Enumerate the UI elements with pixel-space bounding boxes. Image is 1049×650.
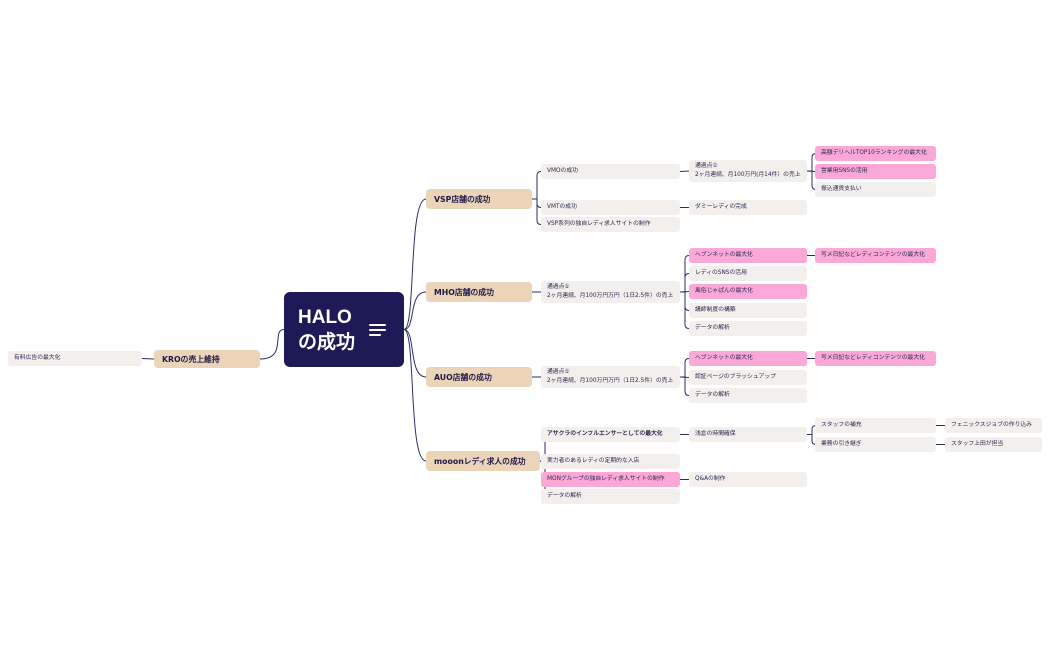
topic-node-m-c1[interactable]: Q&Aの制作	[689, 472, 807, 487]
topic-node-kro[interactable]: KROの売上維持	[154, 350, 260, 368]
topic-node-vmt-dummy[interactable]: ダミーレディの完成	[689, 200, 807, 215]
topic-node-auo-pass[interactable]: 通過点① 2ヶ月連続、月100万円万円（1日2.5件）の売上	[541, 366, 680, 388]
root-node-label: HALO の成功	[298, 306, 356, 353]
connector-kro-kro_a	[141, 358, 155, 360]
connector-root-auo	[403, 329, 427, 378]
connector-auo_pass-auo_a	[680, 358, 690, 378]
topic-node-vmo-a[interactable]: 高額デリヘルTOP10ランキングの最大化	[815, 146, 936, 161]
connector-root-mooon	[403, 329, 427, 462]
topic-node-vmo-b[interactable]: 営業用SNSの活用	[815, 164, 936, 179]
topic-node-m-a[interactable]: アサクラのインフルエンサーとしての最大化	[541, 427, 680, 442]
topic-node-mho-d[interactable]: 講師制度の構築	[689, 303, 807, 318]
topic-node-m-a1b1[interactable]: スタッフ上田が担当	[945, 437, 1042, 452]
connector-vsp-vspsite	[532, 198, 542, 225]
topic-node-mho-pass[interactable]: 通過点① 2ヶ月連続、月100万円万円（1日2.5件）の売上	[541, 281, 680, 303]
topic-node-auo[interactable]: AUO店舗の成功	[426, 367, 532, 387]
connector-mho_pass-mho_a	[680, 255, 690, 293]
connector-mho_pass-mho_b	[680, 273, 690, 293]
topic-node-m-b[interactable]: 実力者のあるレディの定期的な入店	[541, 454, 680, 469]
root-node[interactable]: HALO の成功	[284, 292, 404, 367]
topic-node-auo-b[interactable]: 認証ページのブラッシュアップ	[689, 370, 807, 385]
topic-node-auo-c[interactable]: データの解析	[689, 388, 807, 403]
topic-node-vsp[interactable]: VSP店舗の成功	[426, 189, 532, 209]
topic-node-m-a1a1[interactable]: フェニックスジョブの作り込み	[945, 418, 1042, 433]
topic-node-kro-a[interactable]: 有料広告の最大化	[8, 351, 142, 366]
connector-root-vsp	[403, 198, 427, 330]
connector-vmo-vmo_pass	[679, 170, 690, 172]
topic-node-mho-a[interactable]: ヘブンネットの最大化	[689, 248, 807, 263]
topic-node-auo-a[interactable]: ヘブンネットの最大化	[689, 351, 807, 366]
topic-node-m-a1a[interactable]: スタッフの補充	[815, 418, 936, 433]
topic-node-vmt[interactable]: VMTの成功	[541, 200, 680, 215]
topic-node-mho-e[interactable]: データの解析	[689, 321, 807, 336]
topic-node-mho-a1[interactable]: 写メ日記などレディコンテンツの最大化	[815, 248, 936, 263]
topic-node-mho-c[interactable]: 風俗じゃぱんの最大化	[689, 284, 807, 299]
connector-auo_pass-auo_c	[680, 376, 690, 396]
connector-vsp-vmo	[532, 171, 542, 200]
topic-node-m-a1[interactable]: 浅倉の時間確保	[689, 427, 807, 442]
topic-node-vmo-pass[interactable]: 通過点① 2ヶ月連続、月100万円(月14件）の売上	[689, 160, 807, 182]
topic-node-mho[interactable]: MHO店舗の成功	[426, 282, 532, 302]
topic-node-mooon[interactable]: mooonレディ求人の成功	[426, 451, 540, 471]
topic-node-m-c[interactable]: MONグループの独自レディ求人サイトの制作	[541, 472, 680, 487]
topic-node-mho-b[interactable]: レディのSNSの活用	[689, 266, 807, 281]
connector-root-kro	[259, 329, 285, 360]
topic-node-vmo-c[interactable]: 振込通貨支払い	[815, 182, 936, 197]
topic-node-vmo[interactable]: VMOの成功	[541, 164, 680, 179]
topic-node-vspsite[interactable]: VSP系列の独自レディ求人サイトの制作	[541, 217, 680, 232]
topic-node-m-a1b[interactable]: 業務の引き継ぎ	[815, 437, 936, 452]
menu-lines-icon	[369, 323, 387, 336]
connector-mho_pass-mho_e	[680, 291, 690, 329]
topic-node-m-d[interactable]: データの解析	[541, 489, 680, 504]
topic-node-auo-a1[interactable]: 写メ日記などレディコンテンツの最大化	[815, 351, 936, 366]
connector-root-mho	[403, 291, 427, 330]
